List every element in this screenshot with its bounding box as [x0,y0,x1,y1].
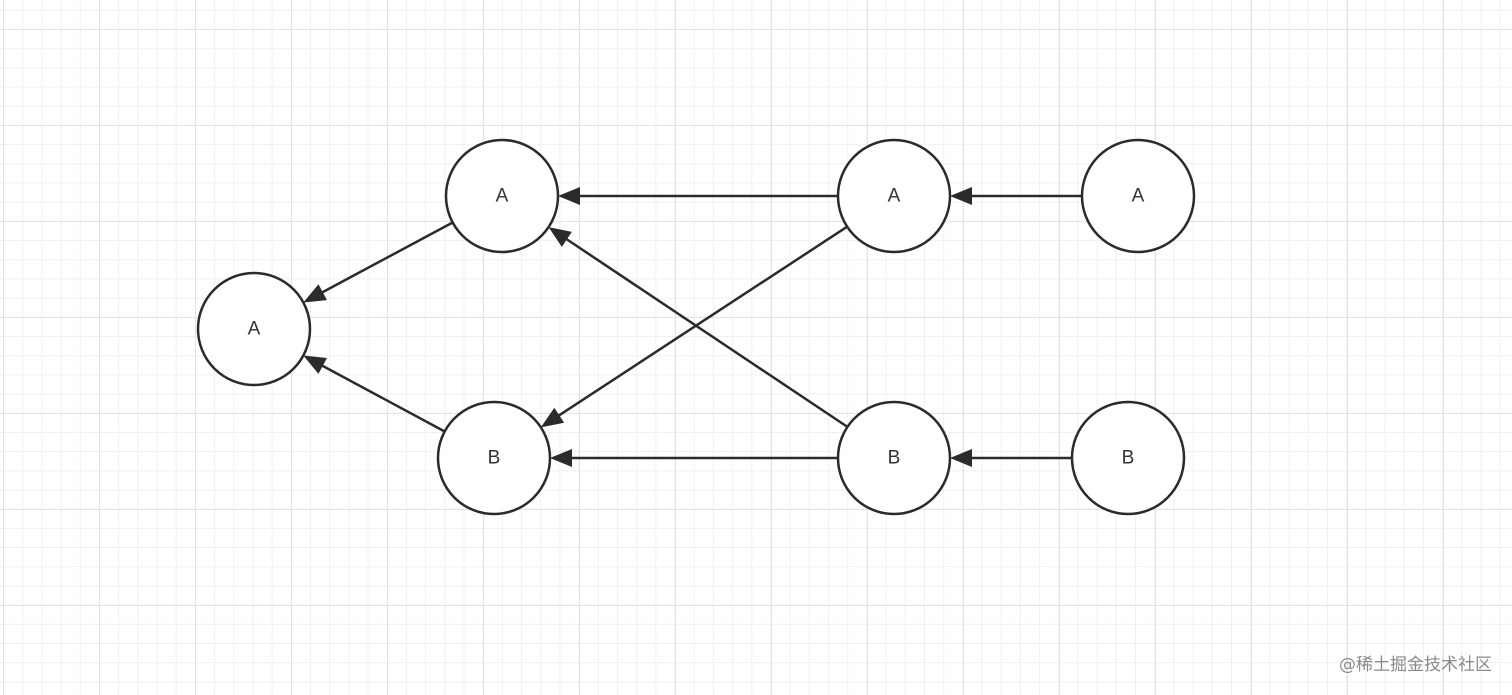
edges-layer [303,187,1082,467]
node-n6[interactable]: A [1080,138,1196,254]
node-label: B [488,448,501,469]
node-n1[interactable]: A [196,271,312,387]
arrow-head-icon [303,284,327,303]
node-circle[interactable] [836,400,952,516]
node-n4[interactable]: A [836,138,952,254]
arrow-head-icon [303,355,327,374]
edge-n4-to-n2 [558,187,838,205]
edge-n3-to-n1 [303,355,446,433]
edge-n7-to-n5 [950,449,1072,467]
arrow-head-icon [540,407,565,428]
nodes-layer: A A B A B A B [196,138,1196,516]
node-label: B [888,448,901,469]
node-label: A [888,186,901,207]
node-n2[interactable]: A [444,138,560,254]
node-circle[interactable] [1080,138,1196,254]
edge-line [318,362,446,433]
node-label: A [496,186,509,207]
node-label: B [1122,448,1135,469]
arrow-head-icon [548,227,572,247]
arrow-head-icon [550,449,572,467]
node-circle[interactable] [196,271,312,387]
arrow-head-icon [558,187,580,205]
edge-n5-to-n3 [550,449,838,467]
node-n7[interactable]: B [1070,400,1186,516]
arrow-head-icon [950,187,972,205]
watermark-text: @稀土掘金技术社区 [1339,655,1492,675]
node-label: A [1132,186,1145,207]
arrow-head-icon [950,449,972,467]
node-circle[interactable] [836,138,952,254]
edge-n4-to-n3 [540,225,848,428]
node-n3[interactable]: B [436,400,552,516]
edge-line [318,221,454,296]
edge-line [555,225,848,419]
edge-n6-to-n4 [950,187,1082,205]
node-circle[interactable] [444,138,560,254]
node-circle[interactable] [436,400,552,516]
edge-n2-to-n1 [303,221,454,303]
node-circle[interactable] [1070,400,1186,516]
edge-line [562,236,849,428]
node-label: A [248,319,261,340]
edge-n5-to-n2 [548,227,849,428]
node-n5[interactable]: B [836,400,952,516]
